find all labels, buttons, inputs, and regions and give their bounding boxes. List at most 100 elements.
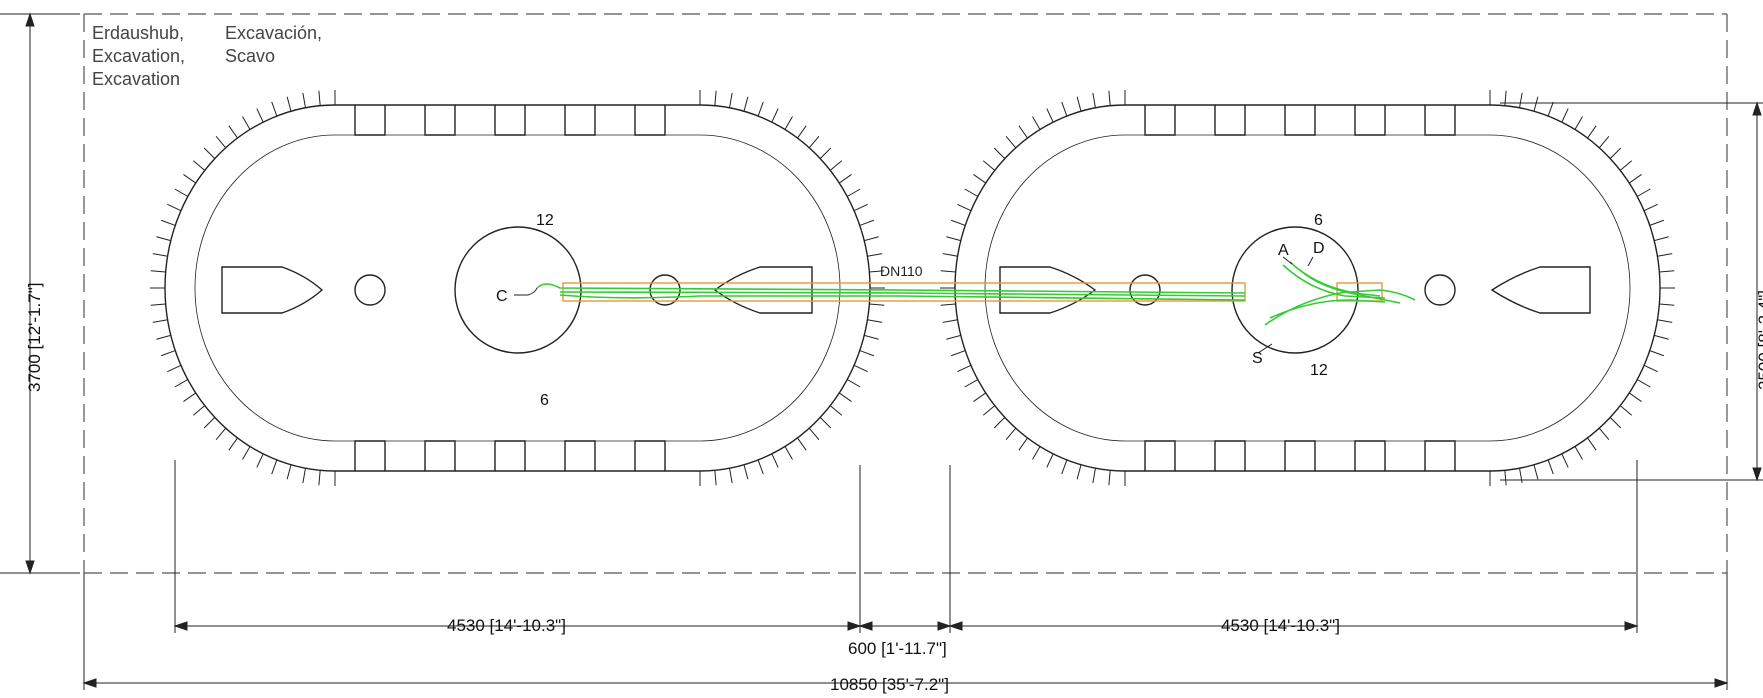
corrugation-tick: [1108, 90, 1111, 106]
corrugation-tick: [846, 379, 861, 388]
corrugation-tick: [203, 147, 216, 159]
corrugation-tick: [1619, 160, 1633, 171]
corrugation-tick: [1598, 136, 1610, 149]
corrugation-tick: [286, 96, 292, 112]
corrugation-tick: [1628, 392, 1642, 402]
corrugation-tick: [942, 319, 958, 323]
excavation-label-es: Excavación,: [225, 23, 322, 43]
corrugation-tick: [167, 364, 182, 373]
tank-rib: [634, 440, 666, 471]
tank-rib: [1214, 440, 1246, 471]
corrugation-tick: [729, 92, 733, 108]
tank-rib: [424, 440, 456, 471]
corrugation-tick: [215, 427, 227, 440]
left-tank-internals: [221, 226, 813, 354]
corrugation-tick: [242, 446, 251, 460]
corrugation-tick: [256, 108, 264, 123]
excavation-label-en: Excavation,: [92, 46, 185, 66]
corrugation-tick: [993, 147, 1006, 159]
excavation-boundary: [83, 13, 1728, 574]
corrugation-tick: [846, 188, 861, 197]
left-mid-port: [649, 274, 681, 306]
corrugation-tick: [1046, 108, 1054, 123]
corrugation-tick: [271, 459, 278, 475]
corrugation-tick: [318, 90, 321, 106]
excavation-label-fr: Excavation: [92, 69, 180, 89]
connector-s-label: S: [1252, 350, 1263, 367]
tank-rib: [1144, 440, 1176, 471]
corrugation-tick: [192, 405, 206, 416]
corrugation-tick: [838, 174, 852, 184]
corrugation-tick: [1657, 253, 1673, 257]
corrugation-tick: [950, 219, 966, 226]
corrugation-tick: [183, 174, 197, 184]
corrugation-tick: [1519, 92, 1523, 108]
corrugation-tick: [174, 188, 189, 197]
tank-left-bottom-ribs: [354, 440, 666, 471]
corrugation-tick: [167, 203, 182, 212]
corrugation-tick: [1609, 147, 1622, 159]
corrugation-tick: [859, 219, 875, 226]
dim-tank-right-length: 4530 [14'-10.3"]: [1221, 616, 1340, 635]
corrugation-tick: [757, 459, 764, 475]
right-manhole-bottom-label: 12: [1310, 362, 1328, 379]
connector-d-label: D: [1313, 240, 1325, 257]
corrugation-tick: [150, 303, 166, 306]
tank-rib: [1424, 105, 1456, 136]
corrugation-tick: [964, 379, 979, 388]
corrugation-tick: [1076, 96, 1082, 112]
left-manhole: [454, 226, 582, 354]
corrugation-tick: [1574, 446, 1583, 460]
corrugation-tick: [1061, 101, 1068, 117]
corrugation-tick: [318, 470, 321, 486]
right-manhole: [1231, 226, 1359, 354]
corrugation-tick: [743, 464, 749, 480]
corrugation-tick: [1504, 470, 1507, 486]
corrugation-tick: [797, 437, 807, 451]
tank-rib: [1214, 105, 1246, 136]
corrugation-tick: [228, 125, 238, 139]
corrugation-tick: [1587, 125, 1597, 139]
corrugation-tick: [1636, 379, 1651, 388]
corrugation-tick: [829, 160, 843, 171]
corrugation-tick: [819, 417, 832, 429]
dimension-lines: [0, 12, 1763, 690]
tank-right: [954, 104, 1661, 472]
corrugation-tick: [160, 219, 176, 226]
corrugation-tick: [156, 236, 171, 242]
corrugation-tick: [957, 203, 972, 212]
corrugation-tick: [156, 334, 171, 340]
corrugation-tick: [1076, 464, 1082, 480]
corrugation-tick: [1643, 203, 1658, 212]
right-manhole-top-label: 6: [1314, 212, 1323, 229]
corrugation-tick: [152, 253, 168, 257]
tank-rib: [424, 105, 456, 136]
connector-leaders: [514, 256, 1314, 354]
left-outlet-fitting: [713, 266, 813, 314]
corrugation-tick: [957, 364, 972, 373]
corrugation-tick: [1561, 108, 1569, 123]
corrugation-tick: [242, 116, 251, 130]
pipe-diameter-label: DN110: [880, 263, 923, 279]
corrugation-tick: [1108, 470, 1111, 486]
excavation-label-it: Scavo: [225, 46, 275, 66]
tank-rib: [1284, 105, 1316, 136]
corrugation-tick: [150, 270, 166, 273]
corrugation-tick: [982, 405, 996, 416]
dim-gap: 600 [1'-11.7"]: [848, 639, 947, 658]
corrugation-tick: [1533, 96, 1539, 112]
right-tank-internals: [999, 226, 1591, 354]
tank-left-top-ribs: [354, 105, 666, 136]
corrugation-tick: [982, 160, 996, 171]
dim-tank-left-length: 4530 [14'-10.3"]: [447, 616, 566, 635]
tank-rib: [494, 105, 526, 136]
corrugation-tick: [797, 125, 807, 139]
corrugation-tick: [973, 174, 987, 184]
corrugation-tick: [1092, 468, 1096, 484]
right-small-port: [1129, 274, 1161, 306]
corrugation-tick: [1533, 464, 1539, 480]
tank-rib: [1354, 105, 1386, 136]
corrugation-tick: [1587, 437, 1597, 451]
right-end-port: [1424, 274, 1456, 306]
corrugation-tick: [1654, 236, 1669, 242]
